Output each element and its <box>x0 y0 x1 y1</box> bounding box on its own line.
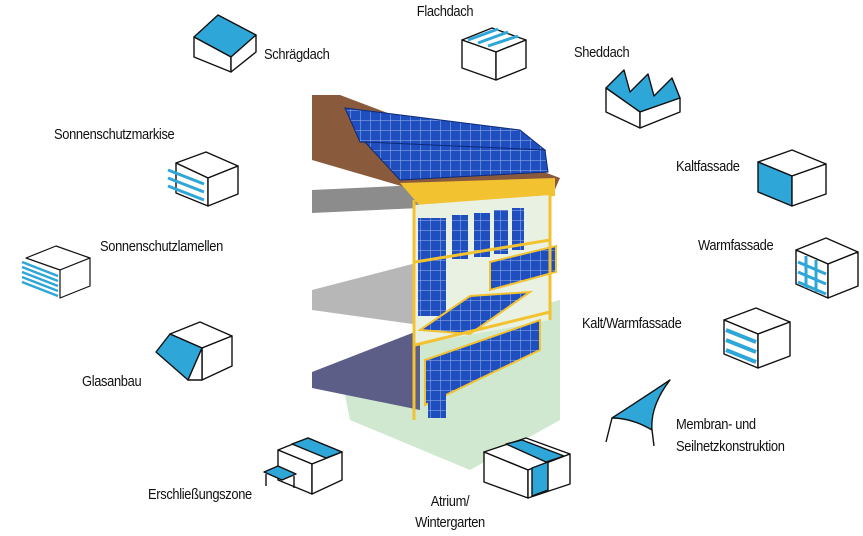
glasanbau-icon <box>155 321 233 381</box>
yellow-frame-lines <box>412 195 552 420</box>
facade-pv-window-4 <box>494 210 508 254</box>
sonnenschutzlamellen-icon <box>21 245 91 299</box>
balcony-railing-pv <box>489 244 557 292</box>
building-illustration <box>312 95 560 470</box>
sonnenschutzmarkise-icon <box>167 151 239 207</box>
label-membran-line2: Seilnetzkonstruktion <box>676 438 785 455</box>
atrium-icon <box>483 437 571 499</box>
roof-soffit <box>400 178 555 206</box>
label-atrium-line1: Atrium/ <box>430 493 470 510</box>
label-kalt-warmfassade: Kalt/Warmfassade <box>582 315 682 332</box>
kaltfassade-icon <box>757 149 827 207</box>
label-flachdach: Flachdach <box>416 3 474 20</box>
facade-pv-window-1 <box>418 218 446 316</box>
flachdach-icon <box>461 27 527 81</box>
schraegdach-icon <box>193 14 257 73</box>
floor-slab-bottom <box>312 330 420 410</box>
roof-pv-panel-lower <box>363 141 549 181</box>
floor-slab-top <box>312 185 420 213</box>
facade-pv-window-3 <box>474 213 490 257</box>
warmfassade-icon <box>795 237 859 299</box>
shading-pv-canopy <box>417 290 534 336</box>
facade-pv-window-2 <box>452 215 468 259</box>
label-sonnenschutzmarkise: Sonnenschutzmarkise <box>54 126 175 143</box>
membran-icon <box>605 379 671 447</box>
ground-floor-pv <box>428 372 446 418</box>
label-schraegdach: Schrägdach <box>264 46 330 63</box>
label-atrium-line2: Wintergarten <box>415 514 485 531</box>
label-sonnenschutzlamellen: Sonnenschutzlamellen <box>100 238 223 255</box>
label-sheddach: Sheddach <box>574 44 630 61</box>
lower-facade-pv <box>424 318 541 407</box>
sheddach-icon <box>605 69 681 129</box>
label-glasanbau: Glasanbau <box>82 373 142 390</box>
floor-slab-middle <box>312 262 420 325</box>
erschliessungszone-icon <box>263 437 343 495</box>
label-membran-line1: Membran- und <box>676 416 756 433</box>
label-kaltfassade: Kaltfassade <box>676 158 740 175</box>
facade-pv-window-5 <box>512 208 524 250</box>
label-erschliessungszone: Erschließungszone <box>148 486 252 503</box>
label-warmfassade: Warmfassade <box>698 237 774 254</box>
kalt-warmfassade-icon <box>723 307 791 369</box>
